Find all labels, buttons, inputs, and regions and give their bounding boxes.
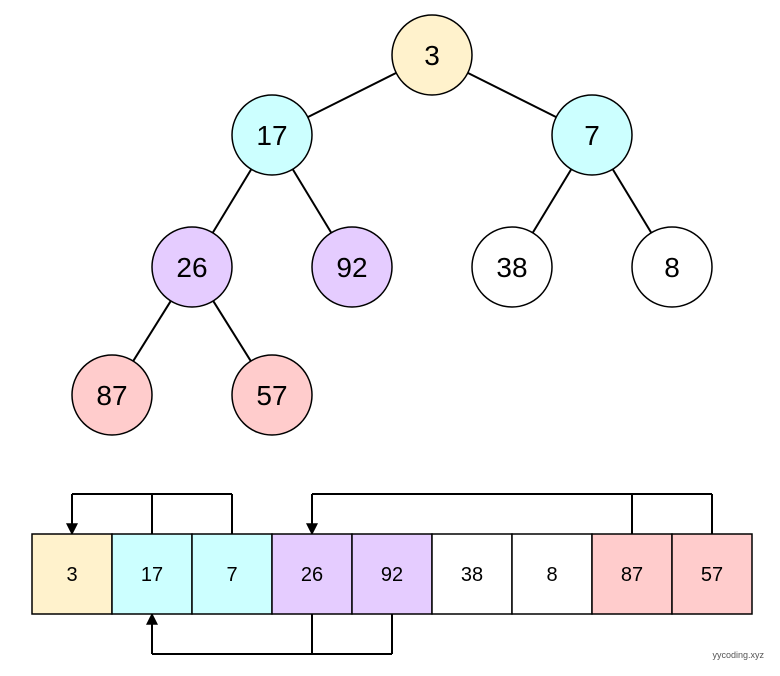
children-of-26-arrow <box>306 493 713 536</box>
heap-array: 3 17 7 26 92 38 8 87 57 <box>31 533 753 615</box>
tree-node-26: 26 <box>151 226 233 308</box>
tree-edges <box>132 71 653 362</box>
array-cell-box <box>671 533 753 615</box>
array-cell-5: 38 <box>431 533 513 615</box>
children-of-3-arrow <box>66 493 233 536</box>
array-cell-box <box>271 533 353 615</box>
tree-edge <box>132 300 172 362</box>
array-cell-box <box>351 533 433 615</box>
tree-edge <box>212 300 252 362</box>
array-cell-value: 3 <box>66 564 77 586</box>
tree-edge <box>307 71 397 119</box>
tree-node-value: 38 <box>496 252 527 283</box>
tree-node-7: 7 <box>551 94 633 176</box>
tree-nodes: 3 17 7 26 92 38 8 87 57 <box>71 14 713 436</box>
tree-node-circle <box>151 226 233 308</box>
tree-node-38: 38 <box>471 226 553 308</box>
tree-node-value: 3 <box>424 40 440 71</box>
array-cell-value: 38 <box>461 564 483 586</box>
tree-node-value: 8 <box>664 252 680 283</box>
watermark: yycoding.xyz <box>712 650 764 660</box>
array-cell-box <box>111 533 193 615</box>
tree-edge <box>611 168 653 234</box>
tree-node-circle <box>311 226 393 308</box>
tree-node-value: 57 <box>256 380 287 411</box>
array-cell-box <box>191 533 273 615</box>
array-cell-1: 17 <box>111 533 193 615</box>
tree-node-value: 26 <box>176 252 207 283</box>
tree-node-circle <box>231 354 313 436</box>
array-cell-value: 92 <box>381 564 403 586</box>
tree-node-circle <box>391 14 473 96</box>
tree-node-92: 92 <box>311 226 393 308</box>
tree-node-8: 8 <box>631 226 713 308</box>
tree-node-17: 17 <box>231 94 313 176</box>
tree-edge <box>467 71 557 119</box>
tree-node-57: 57 <box>231 354 313 436</box>
tree-node-circle <box>471 226 553 308</box>
array-cell-value: 17 <box>141 564 163 586</box>
tree-node-circle <box>231 94 313 176</box>
array-cell-3: 26 <box>271 533 353 615</box>
tree-node-circle <box>551 94 633 176</box>
tree-node-3: 3 <box>391 14 473 96</box>
array-links <box>66 493 713 655</box>
tree-edge <box>531 168 573 234</box>
tree-node-value: 92 <box>336 252 367 283</box>
tree-node-value: 17 <box>256 120 287 151</box>
array-cell-value: 87 <box>621 564 643 586</box>
array-cell-value: 7 <box>226 564 237 586</box>
array-cell-value: 57 <box>701 564 723 586</box>
tree-node-circle <box>631 226 713 308</box>
array-cell-7: 87 <box>591 533 673 615</box>
tree-edge <box>211 168 253 234</box>
array-cell-box <box>591 533 673 615</box>
tree-node-87: 87 <box>71 354 153 436</box>
tree-edge <box>291 168 333 234</box>
children-of-17-arrow <box>146 612 393 655</box>
array-cell-box <box>431 533 513 615</box>
array-cell-0: 3 <box>31 533 113 615</box>
array-cell-value: 8 <box>546 564 557 586</box>
array-cell-4: 92 <box>351 533 433 615</box>
array-cell-value: 26 <box>301 564 323 586</box>
tree-node-value: 7 <box>584 120 600 151</box>
array-cell-2: 7 <box>191 533 273 615</box>
tree-node-circle <box>71 354 153 436</box>
array-cell-8: 57 <box>671 533 753 615</box>
array-cell-box <box>511 533 593 615</box>
array-cell-6: 8 <box>511 533 593 615</box>
tree-node-value: 87 <box>96 380 127 411</box>
